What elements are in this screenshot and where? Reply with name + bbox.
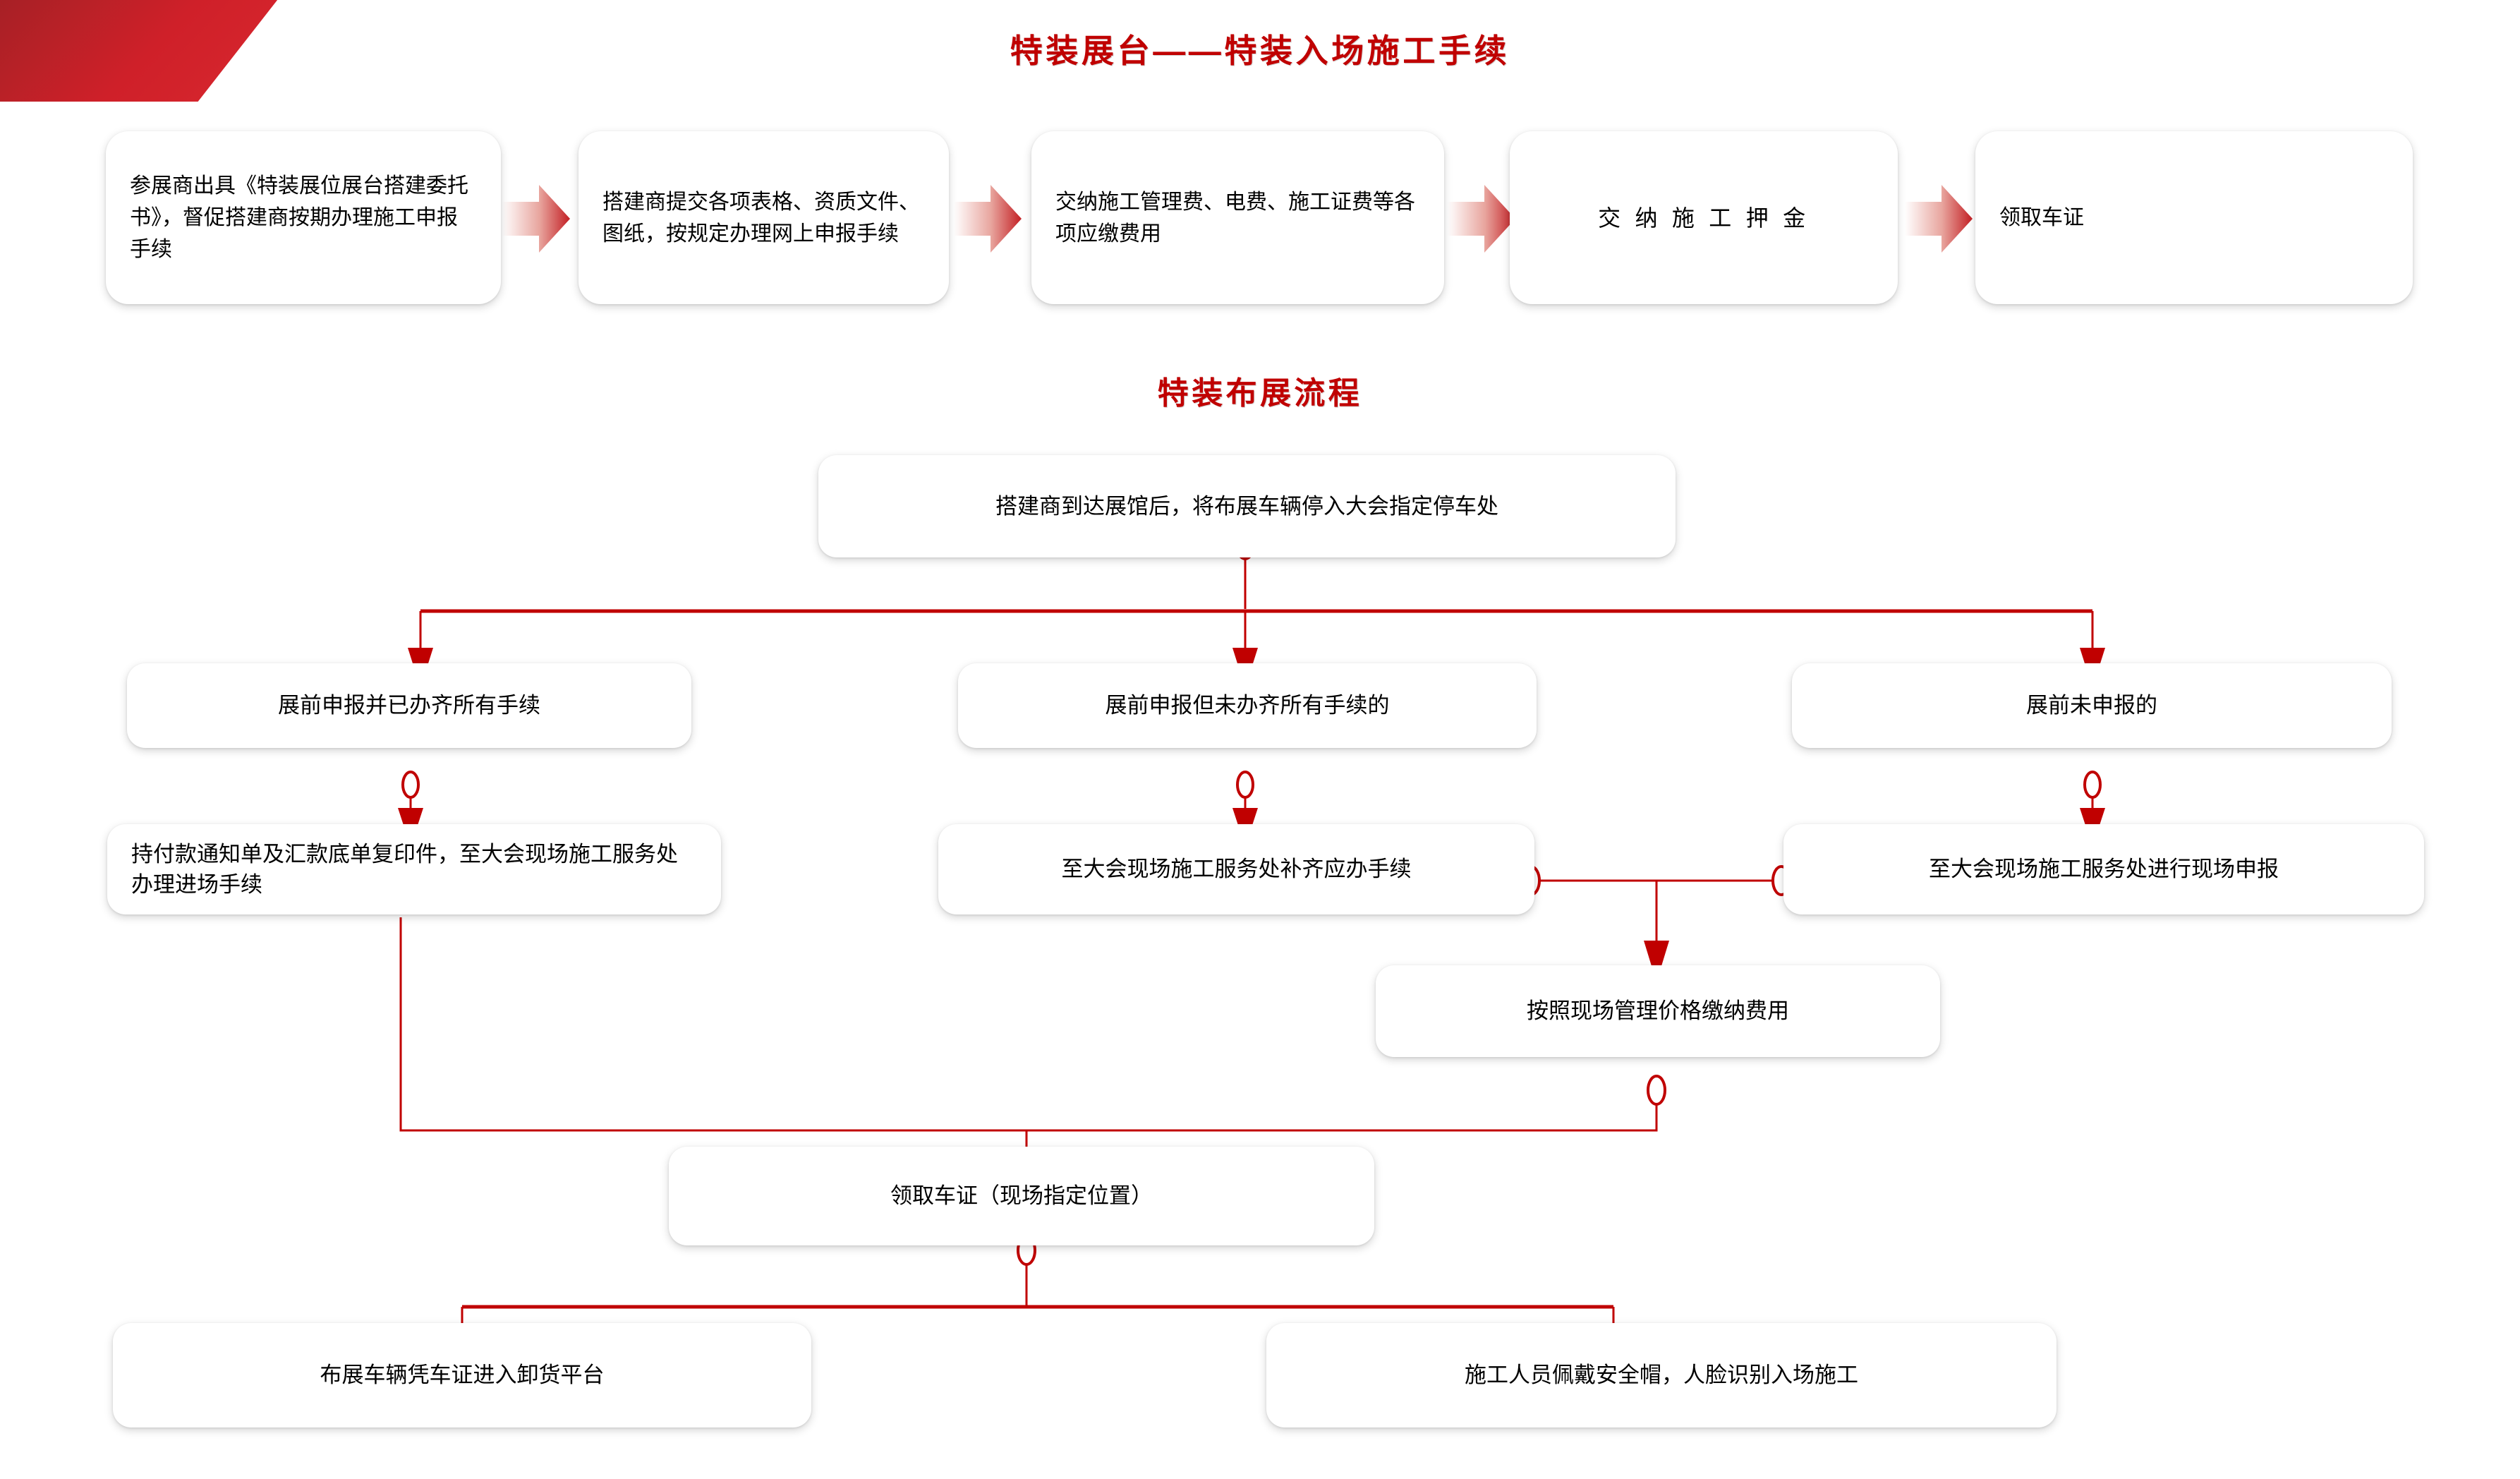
flow-node-step-1-label: 参展商出具《特装展位展台搭建委托书》，督促搭建商按期办理施工申报手续 bbox=[130, 174, 468, 261]
flow-node-step-5[interactable]: 领取车证 bbox=[1975, 131, 2413, 304]
circle-connector-dot-b3 bbox=[2083, 771, 2102, 799]
flow-node-branch-2[interactable]: 展前申报但未办齐所有手续的 bbox=[958, 663, 1537, 748]
flow-node-action-2-label: 至大会现场施工服务处补齐应办手续 bbox=[1061, 857, 1412, 882]
flow-node-branch-3[interactable]: 展前未申报的 bbox=[1792, 663, 2392, 748]
flow-node-final-1-label: 布展车辆凭车证进入卸货平台 bbox=[320, 1363, 605, 1388]
flow-node-branch-2-label: 展前申报但未办齐所有手续的 bbox=[1105, 693, 1390, 718]
flow-node-action-1[interactable]: 持付款通知单及汇款底单复印件，至大会现场施工服务处办理进场手续 bbox=[107, 824, 721, 914]
flow-node-action-2[interactable]: 至大会现场施工服务处补齐应办手续 bbox=[938, 824, 1534, 914]
flow-node-action-3-label: 至大会现场施工服务处进行现场申报 bbox=[1929, 857, 2279, 882]
flow-node-step-3[interactable]: 交纳施工管理费、电费、施工证费等各项应缴费用 bbox=[1031, 131, 1444, 304]
flow-node-action-1-label: 持付款通知单及汇款底单复印件，至大会现场施工服务处办理进场手续 bbox=[131, 841, 678, 897]
chevron-right-arrow-icon-1 bbox=[502, 182, 570, 255]
flow-node-step-1[interactable]: 参展商出具《特装展位展台搭建委托书》，督促搭建商按期办理施工申报手续 bbox=[106, 131, 501, 304]
flow-node-vehicle-pass[interactable]: 领取车证（现场指定位置） bbox=[669, 1147, 1374, 1245]
circle-connector-dot-b1 bbox=[401, 771, 420, 799]
circle-connector-dot-b2 bbox=[1236, 771, 1254, 799]
chevron-right-arrow-icon-3 bbox=[1448, 182, 1515, 255]
flow-node-branch-1[interactable]: 展前申报并已办齐所有手续 bbox=[127, 663, 691, 748]
flow-node-onsite-fee-label: 按照现场管理价格缴纳费用 bbox=[1527, 998, 1789, 1024]
page-title-section-2: 特装布展流程 bbox=[1157, 376, 1363, 411]
flow-node-step-3-label: 交纳施工管理费、电费、施工证费等各项应缴费用 bbox=[1055, 190, 1415, 246]
flow-node-branch-1-label: 展前申报并已办齐所有手续 bbox=[278, 693, 540, 718]
flow-node-onsite-fee[interactable]: 按照现场管理价格缴纳费用 bbox=[1376, 965, 1940, 1057]
flow-node-arrival-label: 搭建商到达展馆后，将布展车辆停入大会指定停车处 bbox=[995, 493, 1498, 519]
chevron-right-arrow-icon-4 bbox=[1905, 182, 1973, 255]
page-title-section-1: 特装展台——特装入场施工手续 bbox=[1010, 32, 1510, 69]
chevron-right-arrow-icon-2 bbox=[954, 182, 1022, 255]
flow-node-step-4[interactable]: 交 纳 施 工 押 金 bbox=[1510, 131, 1898, 304]
flow-node-action-3[interactable]: 至大会现场施工服务处进行现场申报 bbox=[1783, 824, 2424, 914]
flow-node-step-5-label: 领取车证 bbox=[1999, 206, 2084, 229]
flow-node-vehicle-pass-label: 领取车证（现场指定位置） bbox=[890, 1183, 1153, 1209]
flow-node-arrival[interactable]: 搭建商到达展馆后，将布展车辆停入大会指定停车处 bbox=[818, 455, 1676, 557]
circle-connector-dot-fee bbox=[1647, 1075, 1666, 1106]
flow-node-final-2[interactable]: 施工人员佩戴安全帽，人脸识别入场施工 bbox=[1266, 1323, 2056, 1427]
flow-node-branch-3-label: 展前未申报的 bbox=[2026, 693, 2157, 718]
flow-node-step-2[interactable]: 搭建商提交各项表格、资质文件、图纸，按规定办理网上申报手续 bbox=[578, 131, 949, 304]
flow-node-final-2-label: 施工人员佩戴安全帽，人脸识别入场施工 bbox=[1465, 1363, 1858, 1388]
flow-node-step-2-label: 搭建商提交各项表格、资质文件、图纸，按规定办理网上申报手续 bbox=[602, 190, 920, 246]
flow-node-final-1[interactable]: 布展车辆凭车证进入卸货平台 bbox=[113, 1323, 811, 1427]
flow-node-step-4-label: 交 纳 施 工 押 金 bbox=[1598, 205, 1810, 231]
